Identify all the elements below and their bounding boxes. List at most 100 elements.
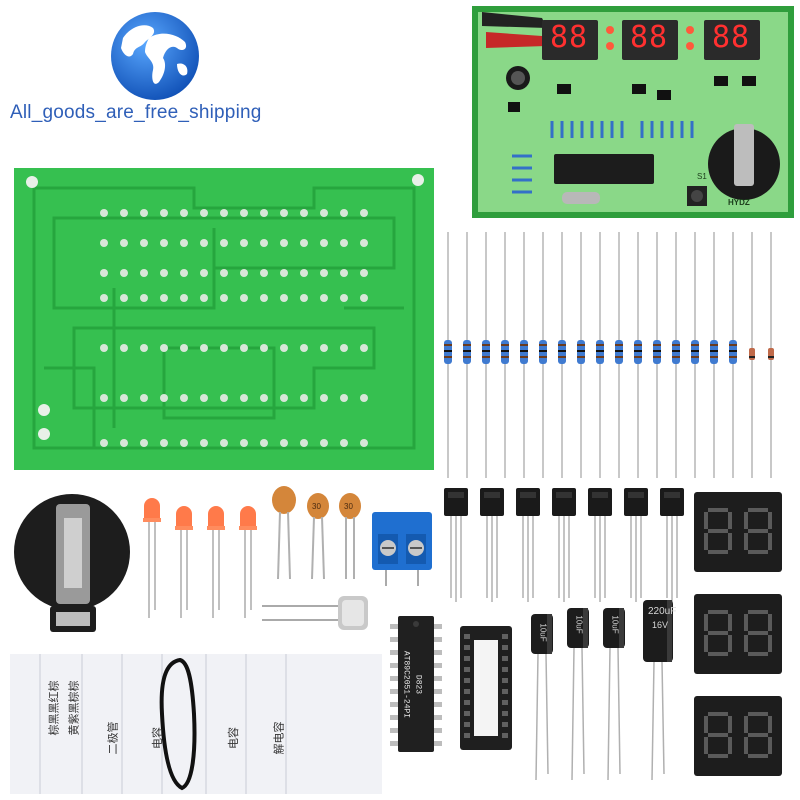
electrolytic-capacitor: [531, 614, 553, 781]
resistor-row: [444, 232, 774, 478]
pcb-pad: [260, 239, 268, 247]
pcb-pad: [360, 394, 368, 402]
socket-hole: [502, 722, 508, 727]
socket-hole: [464, 733, 470, 738]
resistor: [691, 232, 699, 478]
pcb-pad: [240, 269, 248, 277]
ic-pin: [390, 702, 398, 707]
pcb-pad: [300, 239, 308, 247]
seven-segment-display: [694, 492, 782, 572]
ic-pin: [434, 702, 442, 707]
socket-hole: [502, 656, 508, 661]
led: [143, 498, 161, 618]
socket-hole: [464, 689, 470, 694]
assembled-display-2: 88: [630, 20, 669, 55]
resistor: [596, 232, 604, 478]
pcb-pad: [280, 344, 288, 352]
pcb-pad: [320, 269, 328, 277]
socket-hole: [464, 667, 470, 672]
pcb-pad: [340, 269, 348, 277]
pcb-pad: [180, 239, 188, 247]
ic-pin: [390, 728, 398, 733]
ceramic-caps: [272, 486, 361, 580]
pcb-pad: [360, 209, 368, 217]
pcb-pad: [100, 394, 108, 402]
ic-pin: [390, 637, 398, 642]
paper-label-2: 黄紫黑棕棕: [68, 680, 81, 736]
ecap-label-1: 10uF: [538, 623, 548, 642]
pcb-pad: [320, 294, 328, 302]
pcb-pad: [220, 439, 228, 447]
transistor: [588, 488, 612, 602]
ecap-label-4: 220uF: [648, 606, 677, 617]
resistor: [520, 232, 528, 478]
pcb-pad: [240, 394, 248, 402]
paper-label-1: 棕黑黑红棕: [48, 680, 61, 736]
pcb-pad: [280, 239, 288, 247]
pcb-pad: [220, 394, 228, 402]
pcb-pad: [340, 209, 348, 217]
pcb-pad: [240, 239, 248, 247]
globe-logo: [111, 12, 199, 100]
pcb-pad: [360, 239, 368, 247]
pcb-pad: [140, 269, 148, 277]
electrolytic-capacitor: [603, 608, 625, 781]
led: [207, 506, 225, 618]
pcb-pad: [220, 239, 228, 247]
pcb-pad: [120, 294, 128, 302]
pcb-pad: [100, 294, 108, 302]
diode: [749, 232, 755, 478]
pcb-pad: [120, 394, 128, 402]
parts-list-paper: [10, 654, 382, 794]
electrolytic-caps: [531, 600, 673, 781]
pcb-pad: [280, 394, 288, 402]
led: [239, 506, 257, 618]
pcb-pad: [320, 344, 328, 352]
pcb-pad: [160, 439, 168, 447]
screw-terminal: [372, 512, 432, 586]
assembled-board-photo: [472, 6, 794, 218]
ceramic-cap-label-1: 30: [312, 502, 321, 511]
pcb-pad: [260, 394, 268, 402]
pcb-pad: [260, 269, 268, 277]
resistor: [729, 232, 737, 478]
pcb-pad: [320, 239, 328, 247]
pcb-pad: [180, 294, 188, 302]
pcb-pad: [360, 294, 368, 302]
socket-hole: [502, 634, 508, 639]
pcb-pad: [340, 394, 348, 402]
pcb-pad: [300, 269, 308, 277]
socket-hole: [502, 700, 508, 705]
pcb-pad: [280, 209, 288, 217]
pcb-pad: [220, 294, 228, 302]
pcb-pad: [280, 439, 288, 447]
board-label: HYDZ: [728, 198, 750, 207]
pcb-pad: [120, 269, 128, 277]
pcb-pad: [180, 394, 188, 402]
pcb-pad: [140, 209, 148, 217]
socket-hole: [464, 634, 470, 639]
ecap-voltage-4: 16V: [652, 620, 669, 630]
ic-pin: [434, 676, 442, 681]
ic-pin: [434, 624, 442, 629]
ecap-label-3: 10uF: [610, 615, 620, 634]
paper-label-5: 电容: [228, 727, 240, 749]
transistor: [552, 488, 576, 602]
seven-segment-display: [694, 696, 782, 776]
microcontroller-ic: [390, 616, 442, 752]
pcb-pad: [200, 269, 208, 277]
transistor-row: [444, 488, 684, 602]
pcb-pad: [300, 394, 308, 402]
pcb-pad: [120, 439, 128, 447]
pcb-pad: [180, 209, 188, 217]
ic-pin: [390, 663, 398, 668]
resistor: [463, 232, 471, 478]
transistor: [624, 488, 648, 602]
pcb-pad: [100, 344, 108, 352]
pcb-pad: [220, 344, 228, 352]
resistor: [539, 232, 547, 478]
ic-pin: [434, 728, 442, 733]
pcb-pad: [200, 239, 208, 247]
resistor: [710, 232, 718, 478]
ic-pin: [390, 715, 398, 720]
